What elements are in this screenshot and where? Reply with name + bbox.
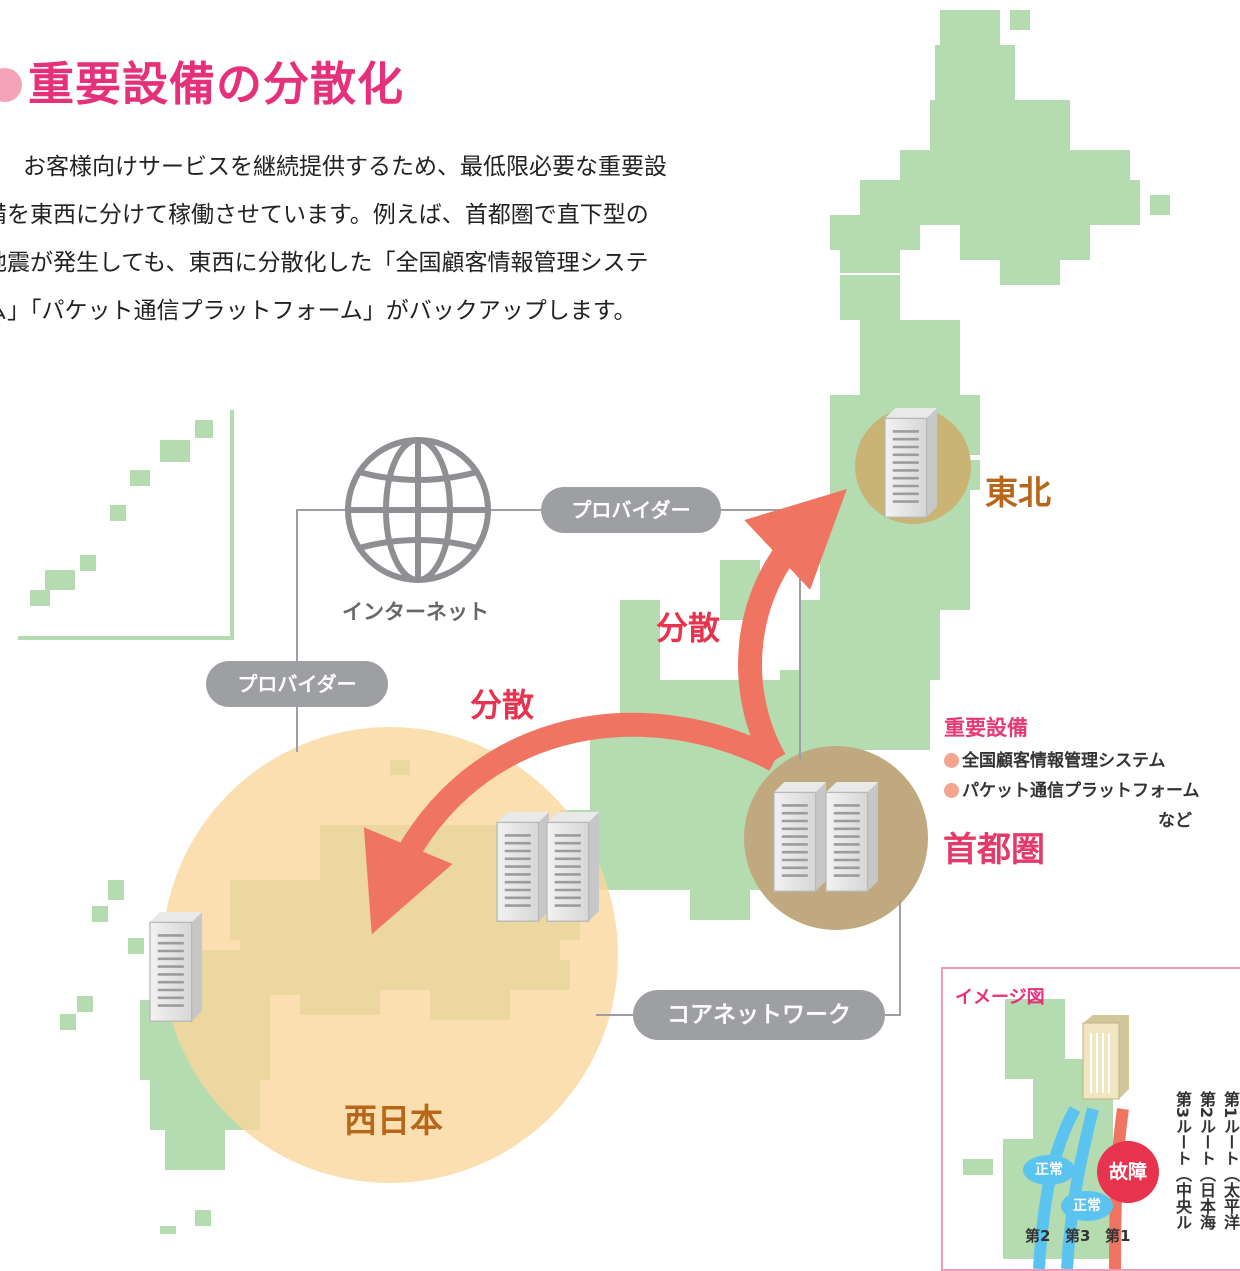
internet-label: インターネット — [342, 600, 489, 624]
intro-paragraph: お客様向けサービスを継続提供するため、最低限必要な重要設 備を東西に分けて稼働さ… — [0, 143, 760, 335]
route-label-1: 第1ルート（太平洋 — [1221, 1091, 1240, 1231]
intro-line: ム」「パケット通信プラットフォーム」がバックアップします。 — [0, 298, 637, 324]
server-icon-kyushu — [148, 910, 204, 1023]
region-label-tohoku: 東北 — [985, 473, 1051, 512]
globe-icon — [345, 437, 491, 583]
inset-graphic — [963, 999, 1129, 1269]
route-bottom-label: 第1 — [1105, 1227, 1131, 1245]
status-normal-badge: 正常 — [1061, 1191, 1113, 1221]
provider-label-top: プロバイダー — [541, 487, 721, 533]
page-heading: 重要設備の分散化 — [0, 48, 404, 114]
route-bottom-label: 第2 — [1025, 1227, 1051, 1245]
legend-etc: など — [1158, 811, 1192, 831]
server-icon-west-2 — [545, 810, 601, 923]
legend-item: 全国顧客情報管理システム — [944, 746, 1224, 776]
route-label-3: 第3ルート（中央ル — [1173, 1091, 1192, 1231]
bullet-icon — [944, 753, 959, 768]
arrow-to-west — [363, 712, 781, 935]
provider-label-left: プロバイダー — [206, 661, 388, 707]
bullet-icon — [944, 783, 959, 798]
intro-line: お客様向けサービスを継続提供するため、最低限必要な重要設 — [0, 154, 667, 180]
server-icon-tohoku — [883, 406, 939, 519]
intro-line: 備を東西に分けて稼働させています。例えば、首都圏で直下型の — [0, 202, 649, 228]
arrow-to-tohoku — [738, 489, 847, 766]
arrow-label-tohoku: 分散 — [656, 609, 721, 647]
status-normal-badge: 正常 — [1023, 1155, 1075, 1185]
arrow-label-west: 分散 — [470, 686, 535, 724]
intro-line: 地震が発生しても、東西に分散化した「全国顧客情報管理システ — [0, 250, 649, 276]
image-inset: イメージ図 正常 正常 故障 第3ルート（中央ル 第2ルート（日本海 第1ルート… — [941, 967, 1240, 1271]
server-icon-west-1 — [495, 810, 551, 923]
equipment-legend: 重要設備 全国顧客情報管理システム パケット通信プラットフォーム など — [944, 712, 1224, 831]
heading-bullet-icon — [0, 68, 22, 102]
okinawa-inset-frame — [18, 410, 234, 640]
server-icon-capital-1 — [772, 780, 828, 893]
status-fault-badge: 故障 — [1097, 1141, 1159, 1203]
core-network-label: コアネットワーク — [633, 990, 885, 1040]
region-label-west: 西日本 — [344, 1101, 443, 1140]
route-label-2: 第2ルート（日本海 — [1197, 1091, 1216, 1231]
route-bottom-label: 第3 — [1065, 1227, 1091, 1245]
legend-title: 重要設備 — [944, 716, 1028, 740]
diagram-stage: 重要設備の分散化 お客様向けサービスを継続提供するため、最低限必要な重要設 備を… — [0, 10, 1240, 1271]
japan-map-diagram — [18, 10, 1170, 1234]
region-label-capital: 首都圏 — [943, 830, 1045, 870]
inset-title: イメージ図 — [955, 987, 1045, 1008]
server-icon-capital-2 — [824, 780, 880, 893]
legend-item: パケット通信プラットフォーム — [944, 776, 1224, 806]
